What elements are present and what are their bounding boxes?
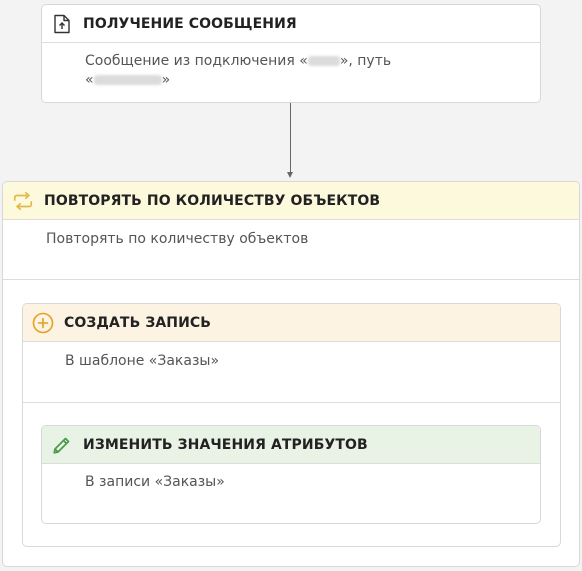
update-attributes-description: В записи «Заказы» [85, 474, 225, 490]
redacted-path [93, 75, 162, 85]
create-record-block[interactable]: СОЗДАТЬ ЗАПИСЬ В шаблоне «Заказы» ИЗМЕНИ… [22, 303, 561, 547]
loop-divider [3, 279, 579, 280]
receive-message-description: Сообщение из подключения « », путь « » [85, 52, 505, 90]
plus-circle-icon [32, 312, 54, 334]
receive-message-block[interactable]: ПОЛУЧЕНИЕ СООБЩЕНИЯ Сообщение из подключ… [41, 4, 541, 103]
receive-message-title: ПОЛУЧЕНИЕ СООБЩЕНИЯ [83, 15, 297, 32]
create-record-title: СОЗДАТЬ ЗАПИСЬ [64, 314, 212, 331]
desc-middle: », путь [339, 53, 392, 69]
redacted-connection [307, 56, 340, 66]
receive-message-header[interactable]: ПОЛУЧЕНИЕ СООБЩЕНИЯ [42, 5, 540, 43]
desc-prefix: Сообщение из подключения « [85, 53, 308, 69]
update-attributes-header[interactable]: ИЗМЕНИТЬ ЗНАЧЕНИЯ АТРИБУТОВ [42, 426, 540, 464]
connector-arrowhead [287, 172, 293, 178]
loop-header[interactable]: ПОВТОРЯТЬ ПО КОЛИЧЕСТВУ ОБЪЕКТОВ [3, 182, 579, 220]
file-upload-icon [51, 13, 73, 35]
create-record-header[interactable]: СОЗДАТЬ ЗАПИСЬ [23, 304, 560, 342]
desc-close: » [161, 72, 171, 88]
create-record-divider [23, 402, 560, 403]
update-attributes-title: ИЗМЕНИТЬ ЗНАЧЕНИЯ АТРИБУТОВ [83, 436, 368, 453]
loop-block[interactable]: ПОВТОРЯТЬ ПО КОЛИЧЕСТВУ ОБЪЕКТОВ Повторя… [2, 181, 580, 567]
create-record-description: В шаблоне «Заказы» [65, 353, 220, 369]
update-attributes-block[interactable]: ИЗМЕНИТЬ ЗНАЧЕНИЯ АТРИБУТОВ В записи «За… [41, 425, 541, 524]
repeat-icon [12, 190, 34, 212]
connector-line [290, 103, 291, 175]
desc-open: « [85, 72, 94, 88]
loop-title: ПОВТОРЯТЬ ПО КОЛИЧЕСТВУ ОБЪЕКТОВ [44, 192, 381, 209]
pencil-icon [51, 434, 73, 456]
loop-description: Повторять по количеству объектов [46, 231, 309, 247]
